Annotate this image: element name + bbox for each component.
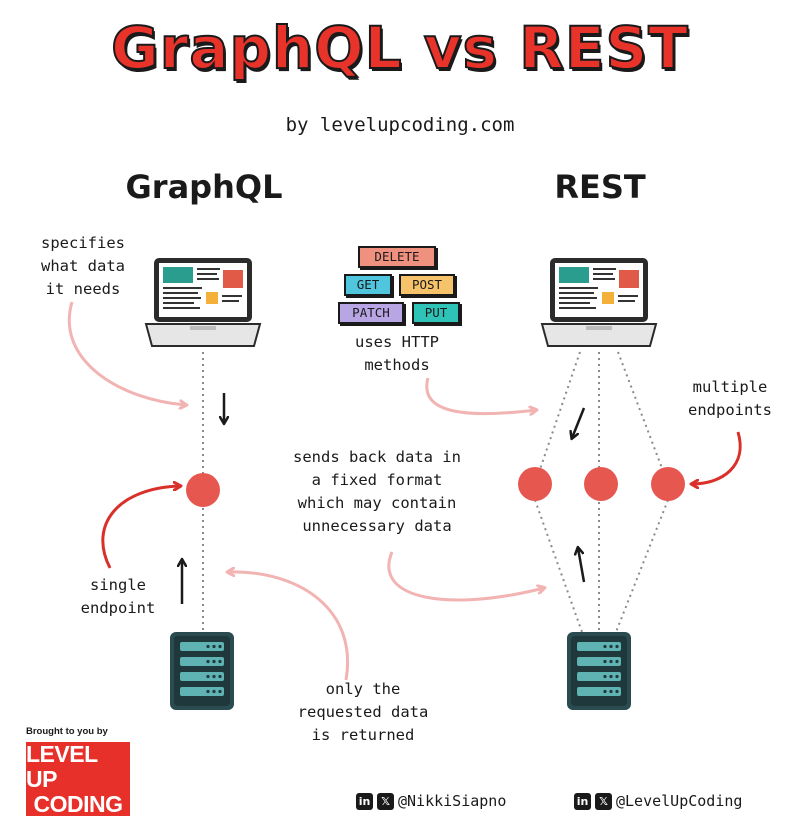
x-icon: 𝕏 (595, 792, 612, 810)
rest-fixed-note: sends back data in a fixed format which … (293, 448, 461, 535)
method-badge-put: PUT (412, 302, 460, 324)
byline: by levelupcoding.com (285, 114, 515, 136)
method-put-label: PUT (424, 305, 448, 320)
method-badge-delete: DELETE (358, 246, 436, 268)
logo-line-1: LEVEL UP (26, 740, 98, 792)
rest-endpoint-1 (518, 467, 552, 501)
rest-server-icon (567, 632, 631, 710)
social-levelupcoding: in 𝕏 @LevelUpCoding (574, 792, 742, 810)
method-badge-post: POST (399, 274, 455, 296)
logo-line-2: CODING (33, 790, 124, 817)
x-icon: 𝕏 (377, 792, 394, 810)
graphql-client-note: specifies what data it needs (41, 234, 125, 298)
rest-endpoint-3 (651, 467, 685, 501)
rest-response-arrow (578, 548, 586, 583)
page-title: GraphQL vs REST (110, 13, 689, 83)
method-patch-label: PATCH (352, 305, 390, 320)
graphql-endpoint (186, 473, 220, 507)
brought-to-you-label: Brought to you by (26, 726, 108, 737)
method-post-label: POST (411, 277, 443, 292)
rest-request-arrow (572, 407, 586, 438)
graphql-returned-arrow (228, 572, 349, 681)
linkedin-icon: in (574, 792, 591, 810)
rest-endpoint-2 (584, 467, 618, 501)
graphql-laptop-icon (144, 258, 262, 347)
method-delete-label: DELETE (374, 249, 420, 264)
rest-fixed-arrow (387, 551, 544, 602)
graphql-returned-note: only the requested data is returned (297, 680, 429, 744)
rest-endpoints-arrow (692, 431, 742, 484)
graphql-endpoint-arrow (101, 486, 180, 569)
rest-laptop-icon (540, 258, 658, 347)
method-badge-get: GET (344, 274, 392, 296)
social-handle-nikki: @NikkiSiapno (398, 792, 507, 810)
method-badge-patch: PATCH (338, 302, 404, 324)
rest-endpoints-note: multiple endpoints (688, 378, 772, 419)
graphql-heading: GraphQL (125, 168, 283, 206)
graphql-server-icon (170, 632, 234, 710)
rest-heading: REST (554, 168, 646, 206)
method-get-label: GET (356, 277, 380, 292)
level-up-coding-logo: LEVEL UP CODING (26, 740, 130, 817)
graphql-client-arrow (67, 301, 186, 405)
linkedin-icon: in (356, 792, 373, 810)
rest-methods-arrow (425, 377, 536, 414)
graphql-endpoint-note: single endpoint (80, 576, 156, 617)
social-nikki: in 𝕏 @NikkiSiapno (356, 792, 506, 810)
rest-methods-note: uses HTTP methods (355, 333, 439, 374)
social-handle-levelupcoding: @LevelUpCoding (616, 792, 743, 810)
